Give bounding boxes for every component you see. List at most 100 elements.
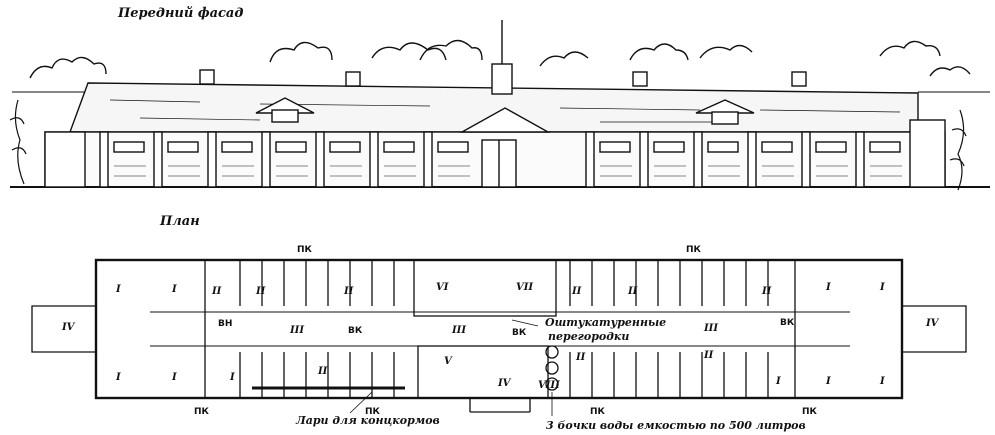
facade-window — [383, 141, 415, 153]
room-numeral: IV — [61, 322, 76, 333]
leader-feed-bins — [349, 391, 373, 414]
facade-window — [437, 141, 469, 153]
wall-pier — [693, 131, 703, 188]
right-vestibule — [901, 305, 967, 353]
right-wing — [909, 119, 946, 188]
fire-tap-label: ПК — [686, 245, 702, 255]
front-facade — [9, 20, 990, 191]
room-numeral: II — [317, 366, 328, 377]
cloud — [699, 44, 753, 59]
room-numeral: I — [825, 282, 831, 293]
room-numeral: III — [289, 325, 304, 336]
facade-window — [275, 141, 307, 153]
wall-pier — [639, 131, 649, 188]
plan-codes: ПК ПК ПК ПК ПК ПК ВН ВК ВК ВК — [194, 245, 818, 417]
plan-caption: План — [160, 214, 200, 229]
room-numeral: VI — [436, 282, 449, 293]
wall-pier — [153, 131, 163, 188]
room-numeral: I — [229, 372, 235, 383]
room-numeral: I — [115, 372, 121, 383]
facade-window — [707, 141, 739, 153]
room-numeral: V — [444, 356, 453, 367]
center-block — [413, 259, 557, 317]
cloud — [879, 40, 941, 57]
ventilation-label: ВН — [218, 319, 232, 329]
wall-pier — [747, 131, 757, 188]
room-numeral: I — [879, 282, 885, 293]
water-barrel — [545, 377, 559, 391]
room-numeral: II — [343, 286, 354, 297]
facade-windows — [99, 131, 902, 188]
wall-pier — [99, 131, 109, 188]
feed-bins-caption: Лари для концкормов — [296, 414, 440, 427]
facade-window — [167, 141, 199, 153]
room-numeral: VII — [516, 282, 533, 293]
room-numeral: II — [571, 286, 582, 297]
cloud — [371, 42, 447, 61]
center-gable — [459, 107, 551, 133]
room-numeral: VIII — [538, 380, 560, 391]
water-barrel — [545, 361, 559, 375]
dormer-right-window — [711, 111, 739, 125]
facade-window — [221, 141, 253, 153]
center-lower-block — [417, 345, 549, 399]
ventilation-label: ВК — [348, 326, 363, 336]
wall-pier — [855, 131, 865, 188]
water-barrel — [545, 345, 559, 359]
room-numeral: II — [703, 350, 714, 361]
wall-pier — [207, 131, 217, 188]
facade-window — [815, 141, 847, 153]
room-numeral: II — [627, 286, 638, 297]
tree-left — [9, 99, 27, 185]
facade-window — [761, 141, 793, 153]
cloud — [29, 56, 107, 79]
center-entry — [469, 398, 531, 413]
fire-tap-label: ПК — [590, 407, 606, 417]
roof-vent — [345, 71, 361, 87]
leader-partitions — [511, 319, 539, 327]
roof-vent — [199, 69, 215, 85]
fire-tap-label: ПК — [297, 245, 313, 255]
facade-window — [113, 141, 145, 153]
cloud — [929, 66, 971, 77]
front-facade-caption: Передний фасад — [118, 6, 244, 21]
wall-pier — [369, 131, 379, 188]
room-numeral: II — [211, 286, 222, 297]
fire-tap-label: ПК — [802, 407, 818, 417]
ventilation-label: ВК — [780, 318, 795, 328]
plan-stall-partitions — [239, 260, 769, 398]
room-numeral: I — [171, 372, 177, 383]
room-numeral: I — [115, 284, 121, 295]
cloud — [629, 43, 689, 61]
facade-window — [329, 141, 361, 153]
plastered-partitions-line1: Оштукатуренные — [545, 316, 667, 329]
roof-vent — [632, 71, 648, 87]
room-numeral: I — [171, 284, 177, 295]
facade-window — [653, 141, 685, 153]
left-vestibule — [31, 305, 97, 353]
roof-lantern — [491, 63, 513, 95]
room-numeral: II — [575, 352, 586, 363]
room-numeral: IV — [925, 318, 940, 329]
facade-window — [599, 141, 631, 153]
roof-vent — [791, 71, 807, 87]
room-numeral: I — [825, 376, 831, 387]
floor-plan — [31, 258, 967, 416]
wall-pier — [423, 131, 433, 188]
room-numeral: II — [255, 286, 266, 297]
room-numeral: I — [879, 376, 885, 387]
cloud — [269, 41, 333, 63]
fire-tap-label: ПК — [194, 407, 210, 417]
cloud — [539, 51, 589, 67]
wall-pier — [585, 131, 595, 188]
room-numeral: I — [775, 376, 781, 387]
left-wing — [44, 131, 86, 188]
ventilation-label: ВК — [512, 328, 527, 338]
roof-hatching — [109, 99, 901, 123]
room-numerals: I I I I I I I I I I II II II II II II II… — [61, 282, 940, 391]
water-barrels-caption: 3 бочки воды емкостью по 500 литров — [546, 419, 806, 432]
dormer-left-window — [271, 109, 299, 123]
room-numeral: IV — [497, 378, 512, 389]
